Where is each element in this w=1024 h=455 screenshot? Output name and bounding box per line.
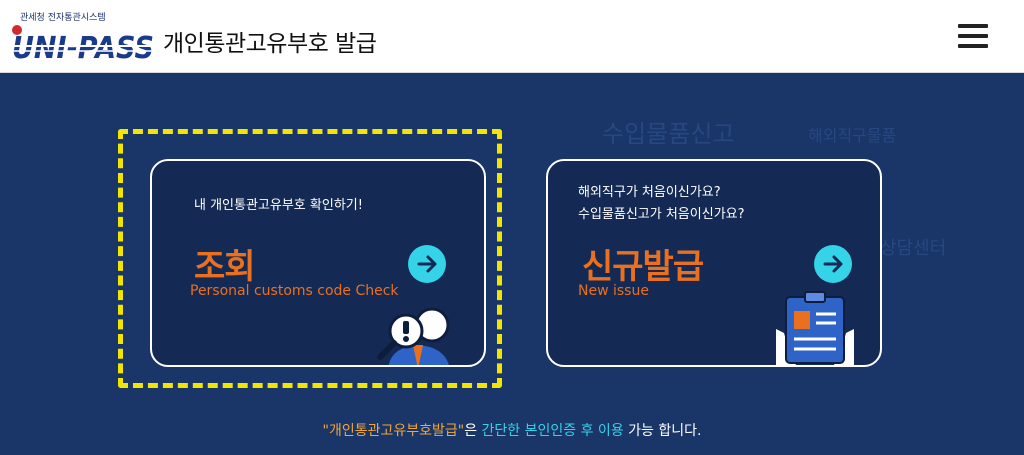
logo-subtitle: 관세청 전자통관시스템 xyxy=(20,13,106,23)
logo-text: UNI-PASS xyxy=(12,31,154,64)
footer-note-highlight: 간단한 본인인증 후 이용 xyxy=(481,423,624,439)
check-card-title: 조회 xyxy=(194,247,256,287)
page-title: 개인통관고유부호 발급 xyxy=(163,31,377,57)
footer-note-text-end: 가능 합니다. xyxy=(623,423,702,439)
new-card-english: New issue xyxy=(578,283,649,299)
footer-note-service: "개인통관고유부호발급" xyxy=(322,423,465,439)
new-issue-card[interactable]: 해외직구가 처음이신가요? 수입물품신고가 처음이신가요? 신규발급 New i… xyxy=(546,159,882,367)
new-card-subtitle-line2: 수입물품신고가 처음이신가요? xyxy=(578,207,745,222)
background-word: 수입물품신고 xyxy=(602,120,735,148)
background-word: 해외직구물품 xyxy=(808,126,897,145)
main-area: 수입물품신고 해외직구물품 상담센터 내 개인통관고유부호 확인하기! 조회 P… xyxy=(0,74,1024,455)
header: 관세청 전자통관시스템 UNI-PASS 개인통관고유부호 발급 xyxy=(0,0,1024,73)
check-card-english: Personal customs code Check xyxy=(190,283,399,299)
highlight-frame xyxy=(118,129,502,388)
uni-pass-logo[interactable]: 관세청 전자통관시스템 UNI-PASS xyxy=(8,8,158,64)
hamburger-menu-icon[interactable] xyxy=(958,24,988,50)
arrow-right-icon[interactable] xyxy=(814,245,852,283)
logo-wordmark: UNI-PASS xyxy=(10,25,156,64)
arrow-right-icon[interactable] xyxy=(408,245,446,283)
footer-note-text: 은 xyxy=(464,423,482,439)
check-card[interactable]: 내 개인통관고유부호 확인하기! 조회 Personal customs cod… xyxy=(150,159,486,367)
new-card-subtitle-line1: 해외직구가 처음이신가요? xyxy=(578,185,721,200)
background-word: 상담센터 xyxy=(880,238,947,259)
clipboard-document-icon xyxy=(776,291,854,365)
new-card-title: 신규발급 xyxy=(582,247,704,287)
footer-note: "개인통관고유부호발급"은 간단한 본인인증 후 이용 가능 합니다. xyxy=(0,420,1024,440)
check-card-subtitle: 내 개인통관고유부호 확인하기! xyxy=(194,198,363,213)
magnifier-person-icon xyxy=(377,307,450,365)
